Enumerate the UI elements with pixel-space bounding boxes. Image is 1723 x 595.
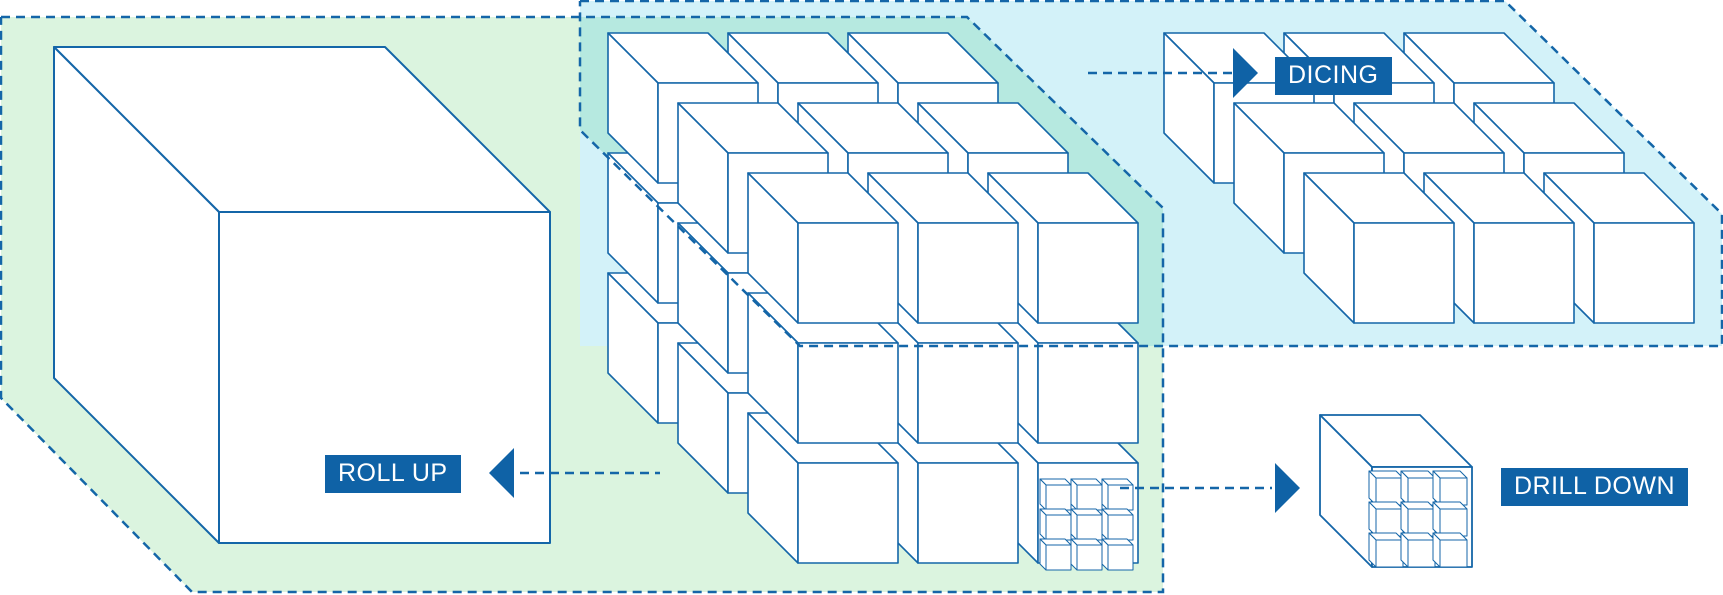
grid-cube-l2-r0-c0 xyxy=(747,172,899,324)
grid-subcube-2-0 xyxy=(1039,538,1072,571)
drill-down-cube xyxy=(1319,414,1473,568)
drill-subcube-1-1 xyxy=(1400,501,1436,537)
dice-cube-l2-c0 xyxy=(1303,172,1455,324)
rollup-region-outline xyxy=(0,15,1165,594)
grid-subcube-1-2 xyxy=(1101,508,1134,541)
rollup-label: ROLL UP xyxy=(325,455,461,493)
rollup-arrow-icon xyxy=(489,448,514,498)
drill-subcube-0-2 xyxy=(1432,470,1468,506)
grid-subcube-0-2 xyxy=(1101,478,1134,511)
drill-subcube-0-0 xyxy=(1368,470,1404,506)
drill-subcube-1-0 xyxy=(1368,501,1404,537)
grid-subcube-1-1 xyxy=(1070,508,1103,541)
grid-subcube-0-0 xyxy=(1039,478,1072,511)
drill-subcube-2-1 xyxy=(1400,532,1436,568)
diced-cube-grid xyxy=(1163,32,1695,324)
drill-main-cube xyxy=(1319,414,1473,568)
drill-subcube-2-2 xyxy=(1432,532,1468,568)
grid-subcube-0-1 xyxy=(1070,478,1103,511)
drill-subcube-1-2 xyxy=(1432,501,1468,537)
grid-subcube-2-2 xyxy=(1101,538,1134,571)
drill-subcube-2-0 xyxy=(1368,532,1404,568)
grid-subcube-1-0 xyxy=(1039,508,1072,541)
sliced-cube-grid xyxy=(607,32,1139,571)
drilldown-arrow-icon xyxy=(1275,463,1300,513)
dicing-arrow-icon xyxy=(1233,48,1258,98)
dicing-label: DICING xyxy=(1275,57,1392,95)
grid-subcube-2-1 xyxy=(1070,538,1103,571)
drill-subcube-0-1 xyxy=(1400,470,1436,506)
rollup-cube xyxy=(53,46,551,544)
drilldown-label: DRILL DOWN xyxy=(1501,468,1689,506)
